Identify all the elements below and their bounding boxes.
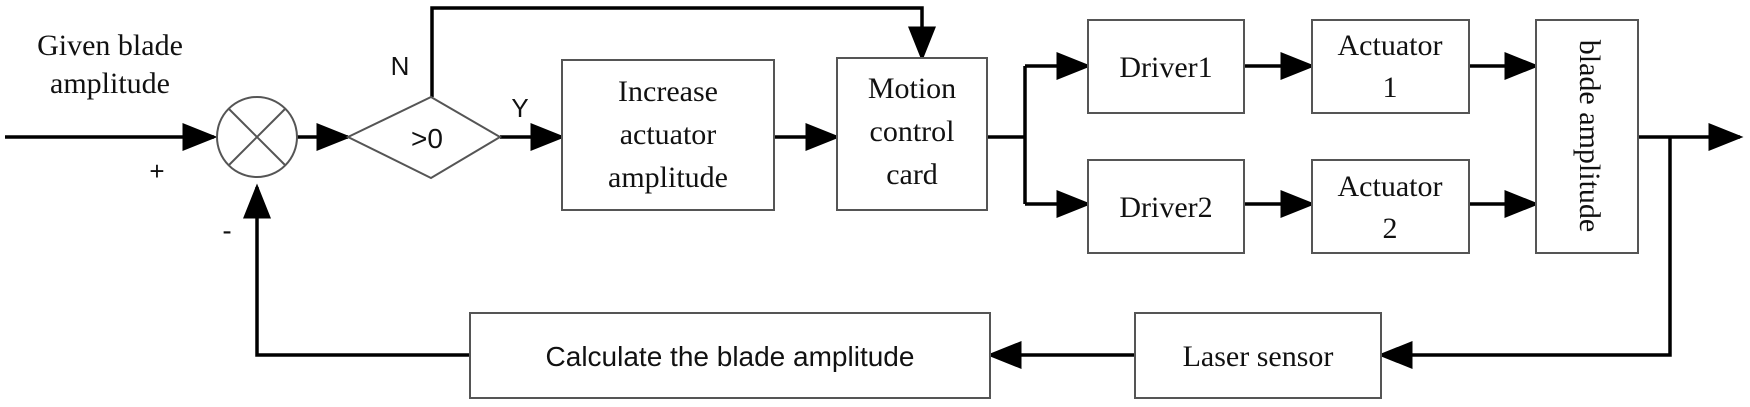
motion-line2: control — [870, 115, 955, 148]
motion-line1: Motion — [868, 72, 956, 105]
increase-line1: Increase — [618, 75, 718, 108]
input-label-line2: amplitude — [50, 67, 170, 100]
connections — [5, 6, 1744, 369]
motion-line3: card — [886, 158, 938, 191]
actuator2-block: Actuator 2 — [1311, 159, 1470, 254]
laser-sensor-block: Laser sensor — [1134, 312, 1382, 399]
actuator2-line2: 2 — [1383, 212, 1398, 245]
blade-amplitude-block: blade amplitude — [1535, 19, 1639, 254]
increase-line3: amplitude — [608, 161, 728, 194]
minus-sign: - — [222, 215, 231, 246]
yes-label: Y — [511, 93, 528, 123]
calculate-label: Calculate the blade amplitude — [546, 341, 915, 372]
blade-amplitude-label: blade amplitude — [1573, 40, 1606, 232]
input-label-line1: Given blade — [37, 29, 183, 62]
increase-line2: actuator — [620, 118, 717, 151]
actuator1-block: Actuator 1 — [1311, 19, 1470, 114]
no-branch-arrow — [430, 6, 936, 97]
actuator1-line1: Actuator — [1338, 29, 1443, 62]
feedback-to-sensor-arrow — [1377, 137, 1672, 369]
actuator1-line2: 1 — [1383, 71, 1398, 104]
plus-sign: + — [149, 156, 164, 186]
laser-sensor-label: Laser sensor — [1183, 340, 1334, 373]
feedback-to-summing-arrow — [243, 183, 470, 357]
driver2-label: Driver2 — [1119, 191, 1212, 224]
summing-junction — [216, 96, 298, 178]
increase-actuator-block: Increase actuator amplitude — [561, 59, 775, 211]
actuator2-line1: Actuator — [1338, 170, 1443, 203]
calculate-block: Calculate the blade amplitude — [469, 312, 991, 399]
no-label: N — [391, 51, 410, 81]
decision-label: >0 — [411, 123, 443, 154]
driver1-label: Driver1 — [1119, 51, 1212, 84]
driver2-block: Driver2 — [1087, 159, 1245, 254]
decision-diamond: >0 — [345, 95, 502, 180]
motion-control-card-block: Motion control card — [836, 57, 988, 211]
driver1-block: Driver1 — [1087, 19, 1245, 114]
